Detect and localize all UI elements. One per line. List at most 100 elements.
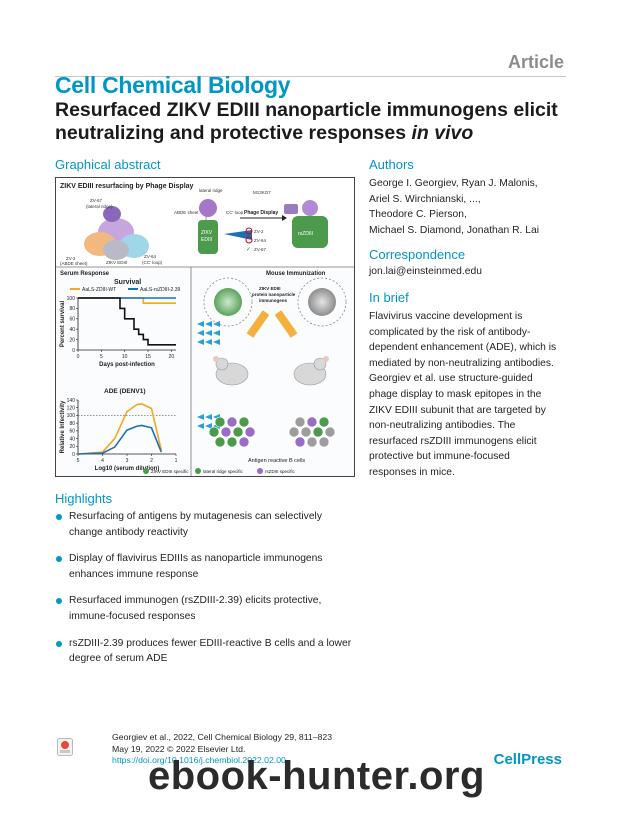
x-tick-label: 4 (101, 458, 104, 464)
in-brief-heading: In brief (369, 290, 409, 305)
author-list: George I. Georgiev, Ryan J. Malonis, Ari… (369, 176, 579, 238)
in-brief-text: Flavivirus vaccine development is compli… (369, 309, 579, 481)
b-cell-clusters (208, 416, 336, 448)
b-cell (238, 436, 250, 448)
b-cell (244, 426, 256, 438)
article-title: Resurfaced ZIKV EDIII nanoparticle immun… (55, 99, 575, 145)
x-axis-label: Days post-infection (99, 362, 155, 368)
article-type-label: Article (507, 52, 564, 72)
nanoparticle-label-1: ZIKV EDIII (259, 286, 281, 291)
label-zv64-blocked: ZV-64 (254, 238, 267, 243)
series-line (78, 297, 176, 346)
no-symbol-icon (245, 227, 253, 235)
ga-top-title: ZIKV EDIII resurfacing by Phage Display (60, 183, 194, 190)
b-cell (214, 416, 226, 428)
no-symbol-icon (245, 236, 253, 244)
authors-heading: Authors (369, 157, 414, 172)
check-for-updates-icon[interactable] (57, 738, 73, 756)
y-tick-label: 100 (67, 296, 76, 302)
b-cell (324, 426, 336, 438)
highlights-heading: Highlights (55, 491, 113, 506)
graphical-abstract-heading: Graphical abstract (55, 157, 161, 172)
doi-link[interactable]: https://doi.org/10.1016/j.chembiol.2022.… (112, 755, 286, 765)
header-divider (55, 76, 566, 77)
x-tick-label: 1 (175, 458, 178, 464)
correspondence-email[interactable]: jon.lai@einsteinmed.edu (369, 266, 482, 277)
highlight-line: enhances immune response (69, 568, 199, 580)
b-cell (300, 426, 312, 438)
legend-dot-ediii (195, 468, 201, 474)
series-line (77, 403, 163, 455)
highlight-line: degree of serum ADE (69, 653, 168, 665)
nanoparticle-rs-icon (308, 288, 336, 316)
nanoparticle-wt-icon (214, 288, 242, 316)
highlight-line: rsZDIII-2.39 produces fewer EDIII-reacti… (69, 637, 352, 649)
b-cell (238, 416, 250, 428)
in-brief-line: non-neutralizing antibodies. The (369, 420, 516, 432)
b-cell (294, 416, 306, 428)
in-brief-line: ZIKV EDIII subunit that are targeted by (369, 404, 546, 416)
label-zv67: ZV-67 (90, 198, 103, 203)
y-tick-label: 20 (69, 444, 75, 450)
label-zv67-bound: ZV-67 (254, 247, 267, 252)
label-rszdiii: rsZDIII (298, 231, 313, 237)
x-tick-label: 5 (100, 354, 103, 360)
in-brief-line: mediated by non-neutralizing antibodies. (369, 357, 554, 369)
y-tick-label: 20 (69, 337, 75, 343)
correspondence-heading: Correspondence (369, 247, 466, 262)
legend-label-wt: AaLS-ZDIII-WT (82, 287, 116, 293)
y-axis-label: Relative Infectivity (60, 400, 66, 453)
legend-zikv-specific: ZIKV EDIII specific (151, 469, 189, 474)
x-tick-label: 10 (122, 354, 128, 360)
graphical-abstract-figure: ZIKV EDIII resurfacing by Phage Display … (56, 178, 354, 476)
y-tick-label: 100 (67, 413, 76, 419)
highlight-item: Display of flavivirus EDIIIs as nanopart… (55, 551, 375, 582)
label-zv64: ZV-64 (144, 254, 157, 259)
y-tick-label: 60 (69, 429, 75, 435)
y-tick-label: 40 (69, 436, 75, 442)
b-cell (220, 426, 232, 438)
survival-chart-title: Survival (114, 279, 141, 286)
y-tick-label: 0 (72, 348, 75, 354)
b-cell (312, 426, 324, 438)
citation-block: Georgiev et al., 2022, Cell Chemical Bio… (112, 732, 332, 767)
label-phage-display: Phage Display (244, 210, 278, 216)
phage-display-schematic (198, 199, 328, 254)
highlight-item: Resurfaced immunogen (rsZDIII-2.39) elic… (55, 593, 375, 624)
nanoparticle-wt-halo (203, 277, 253, 327)
in-brief-line: phage display to mask epitopes in the (369, 388, 542, 400)
ediii-structure-illustration (84, 206, 149, 260)
mouse-immunization-title: Mouse Immunization (266, 271, 326, 277)
b-cell (288, 426, 300, 438)
check-icon: ✓ (246, 247, 251, 253)
title-main: Resurfaced ZIKV EDIII nanoparticle immun… (55, 99, 558, 144)
b-cell (226, 416, 238, 428)
legend-ediii-specific: lateral ridge specific (203, 469, 244, 474)
highlight-item: Resurfacing of antigens by mutagenesis c… (55, 509, 375, 540)
label-lateral-ridge: lateral ridge (199, 188, 223, 193)
author-line: George I. Georgiev, Ryan J. Malonis, (369, 178, 538, 189)
x-tick-label: 5 (77, 458, 80, 464)
y-tick-label: 0 (72, 452, 75, 458)
highlight-item: rsZDIII-2.39 produces fewer EDIII-reacti… (55, 636, 375, 667)
b-cell (318, 436, 330, 448)
highlights-list: Resurfacing of antigens by mutagenesis c… (55, 509, 375, 678)
highlight-line: immune-focused responses (69, 610, 196, 622)
label-zv2: ZV-2 (66, 256, 76, 261)
journal-name: Cell Chemical Biology (55, 72, 291, 98)
y-tick-label: 80 (69, 306, 75, 312)
graphical-abstract: ZIKV EDIII resurfacing by Phage Display … (55, 177, 355, 477)
syringe-icon (246, 310, 298, 338)
highlight-line: Display of flavivirus EDIIIs as nanopart… (69, 553, 323, 565)
watermark: ebook-hunter.org (148, 754, 485, 798)
x-tick-label: 15 (145, 354, 151, 360)
y-axis-label: Percent survival (60, 300, 66, 347)
nanoparticle-label-3: immunogens (259, 298, 287, 303)
b-cell (294, 436, 306, 448)
label-cc-loop-sub: (CC' loop) (142, 260, 163, 265)
in-brief-line: Georgiev et al. use structure-guided (369, 373, 533, 385)
legend-dot-zikv (143, 468, 149, 474)
label-zv2-blocked: ZV-2 (254, 229, 264, 234)
